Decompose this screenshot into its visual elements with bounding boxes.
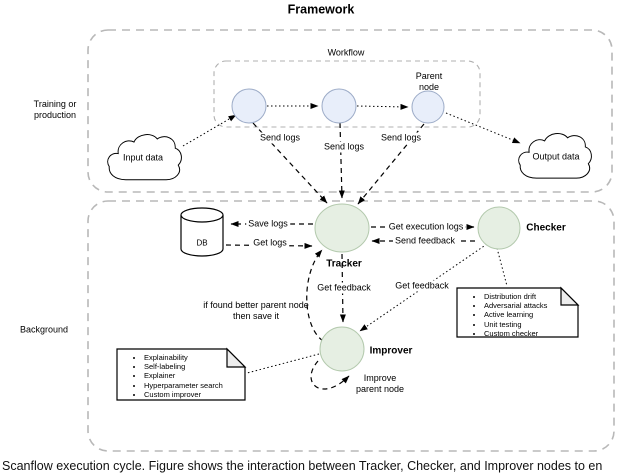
tracker-label: Tracker [326,258,362,270]
edge-node2-to-parent [356,103,409,110]
improver-note-item: Self-labeling [144,362,254,371]
checker-note-list: Distribution drift Adversarial attacks A… [470,292,588,338]
send-feedback-label: Send feedback [392,235,458,247]
get-execution-logs-label: Get execution logs [386,221,466,233]
training-production-box [87,29,613,193]
background-box [87,200,615,452]
output-cloud [518,133,592,179]
if-found-better-label: if found better parent node then save it [203,300,309,321]
improver-note-item: Explainability [144,353,254,362]
improver-note-item: Explainer [144,371,254,380]
edge-tracker-to-improver [339,253,346,323]
improver-note [116,347,247,401]
edge-improve-loop [310,360,350,390]
improver-note-item: Custom improver [144,390,254,399]
send-logs-2-label: Send logs [321,141,367,153]
edge-parent-to-output [445,112,521,144]
improver-label: Improver [369,345,413,357]
edge-improver-to-note [246,353,320,374]
edge-if-found-better [306,249,324,342]
get-logs-label: Get logs [251,237,289,249]
parent-node-label: Parent node [415,71,443,92]
figure-caption: Scanflow execution cycle. Figure shows t… [2,459,603,473]
send-logs-1-label: Send logs [257,132,303,144]
edge-sendlogs-2 [338,122,345,199]
checker-note-item: Adversarial attacks [484,301,588,310]
input-cloud [107,134,182,181]
edge-input-to-node1 [182,114,237,147]
workflow-box [213,60,481,128]
get-feedback-right-label: Get feedback [393,280,451,292]
checker-note-item: Active learning [484,310,588,319]
workflow-label: Workflow [327,47,365,58]
db-cylinder [180,207,224,257]
workflow-node-2 [321,88,357,124]
send-logs-3-label: Send logs [378,132,424,144]
save-logs-label: Save logs [246,218,290,230]
output-data-label: Output data [532,151,580,162]
improve-parent-node-label: Improve parent node [353,373,407,395]
improver-note-item: Hyperparameter search [144,381,254,390]
checker-label: Checker [526,222,566,234]
edge-checker-to-note [496,247,508,287]
checker-circle [477,206,521,250]
workflow-node-1 [231,88,267,124]
get-feedback-left-label: Get feedback [315,282,373,294]
input-data-label: Input data [122,152,164,163]
parent-node-circle [411,90,445,124]
improver-circle [319,326,365,372]
training-production-label: Training or production [33,99,77,120]
db-label: DB [196,238,208,248]
background-label: Background [19,324,69,335]
checker-note-item: Custom checker [484,329,588,338]
improver-note-list: Explainability Self-labeling Explainer H… [130,353,254,399]
checker-note [456,286,580,338]
figure-title: Framework [287,2,355,17]
tracker-circle [314,203,370,253]
checker-note-item: Unit testing [484,320,588,329]
checker-note-item: Distribution drift [484,292,588,301]
